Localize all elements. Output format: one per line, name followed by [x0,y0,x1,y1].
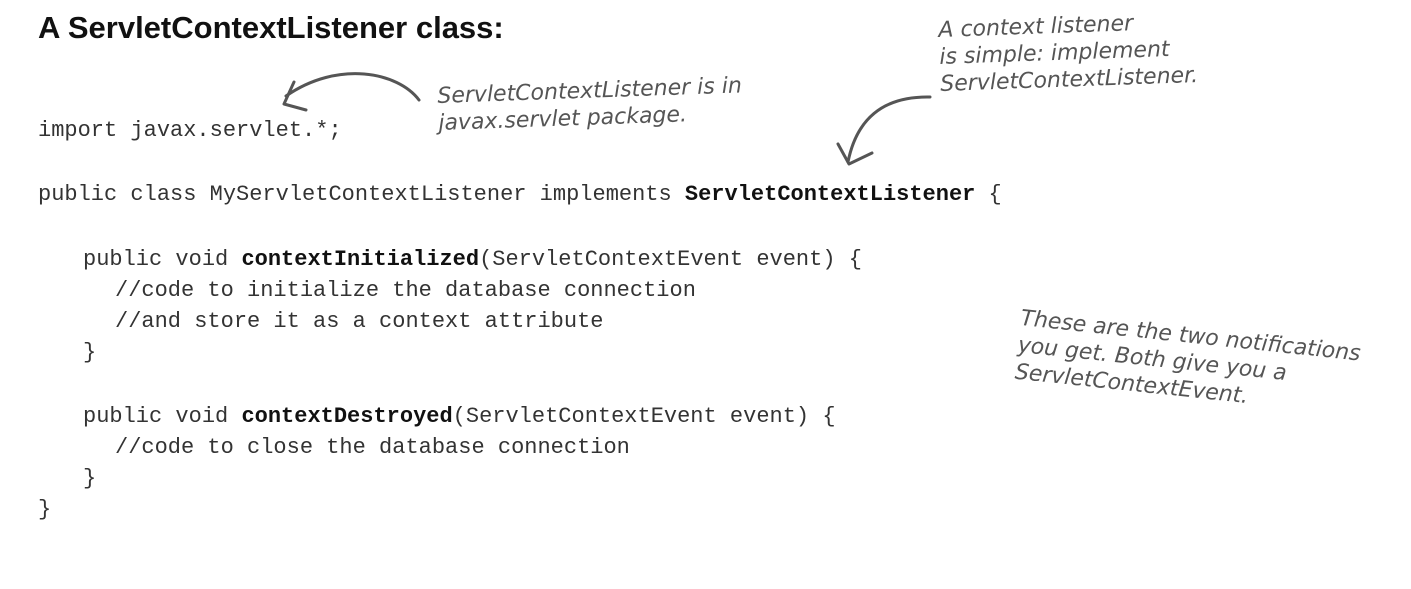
package-arrow-icon [284,72,421,102]
class-closing-brace: } [38,497,52,522]
init-closing-brace: } [83,340,97,365]
listener-arrowhead-icon [836,142,874,166]
context-destroyed-method: contextDestroyed [241,404,453,429]
package-arrowhead-icon [282,80,308,112]
init-comment-line: //and store it as a context attribute [115,309,604,334]
import-statement: import javax.servlet.*; [38,118,342,143]
interface-name: ServletContextListener [684,182,976,207]
context-initialized-method: contextInitialized [241,247,480,272]
listener-arrow-icon [846,95,932,164]
context-initialized-signature: public void contextInitialized(ServletCo… [83,247,862,272]
init-comment-line: //code to initialize the database connec… [115,278,696,303]
page-title: A ServletContextListener class: [38,10,504,45]
destroy-closing-brace: } [83,466,97,491]
destroy-comment-line: //code to close the database connection [115,435,630,460]
context-destroyed-signature: public void contextDestroyed(ServletCont… [83,404,836,429]
class-declaration: public class MyServletContextListener im… [38,182,1002,207]
